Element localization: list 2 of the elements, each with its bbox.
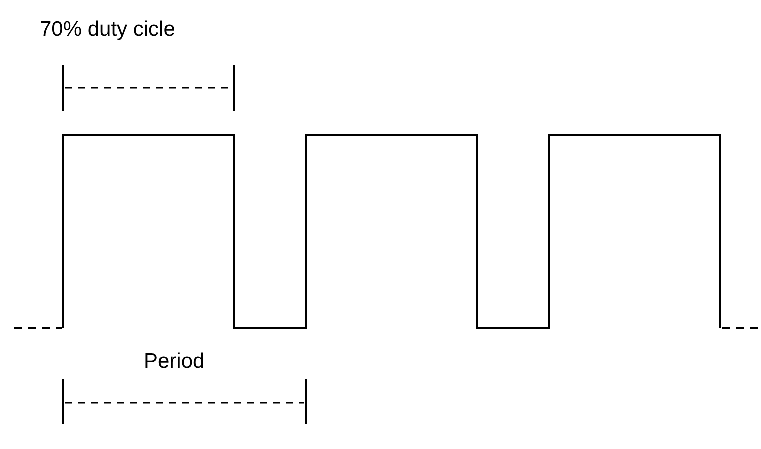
dimension-label: 70% duty cicle: [40, 19, 176, 40]
dimension-label: Period: [144, 351, 205, 372]
